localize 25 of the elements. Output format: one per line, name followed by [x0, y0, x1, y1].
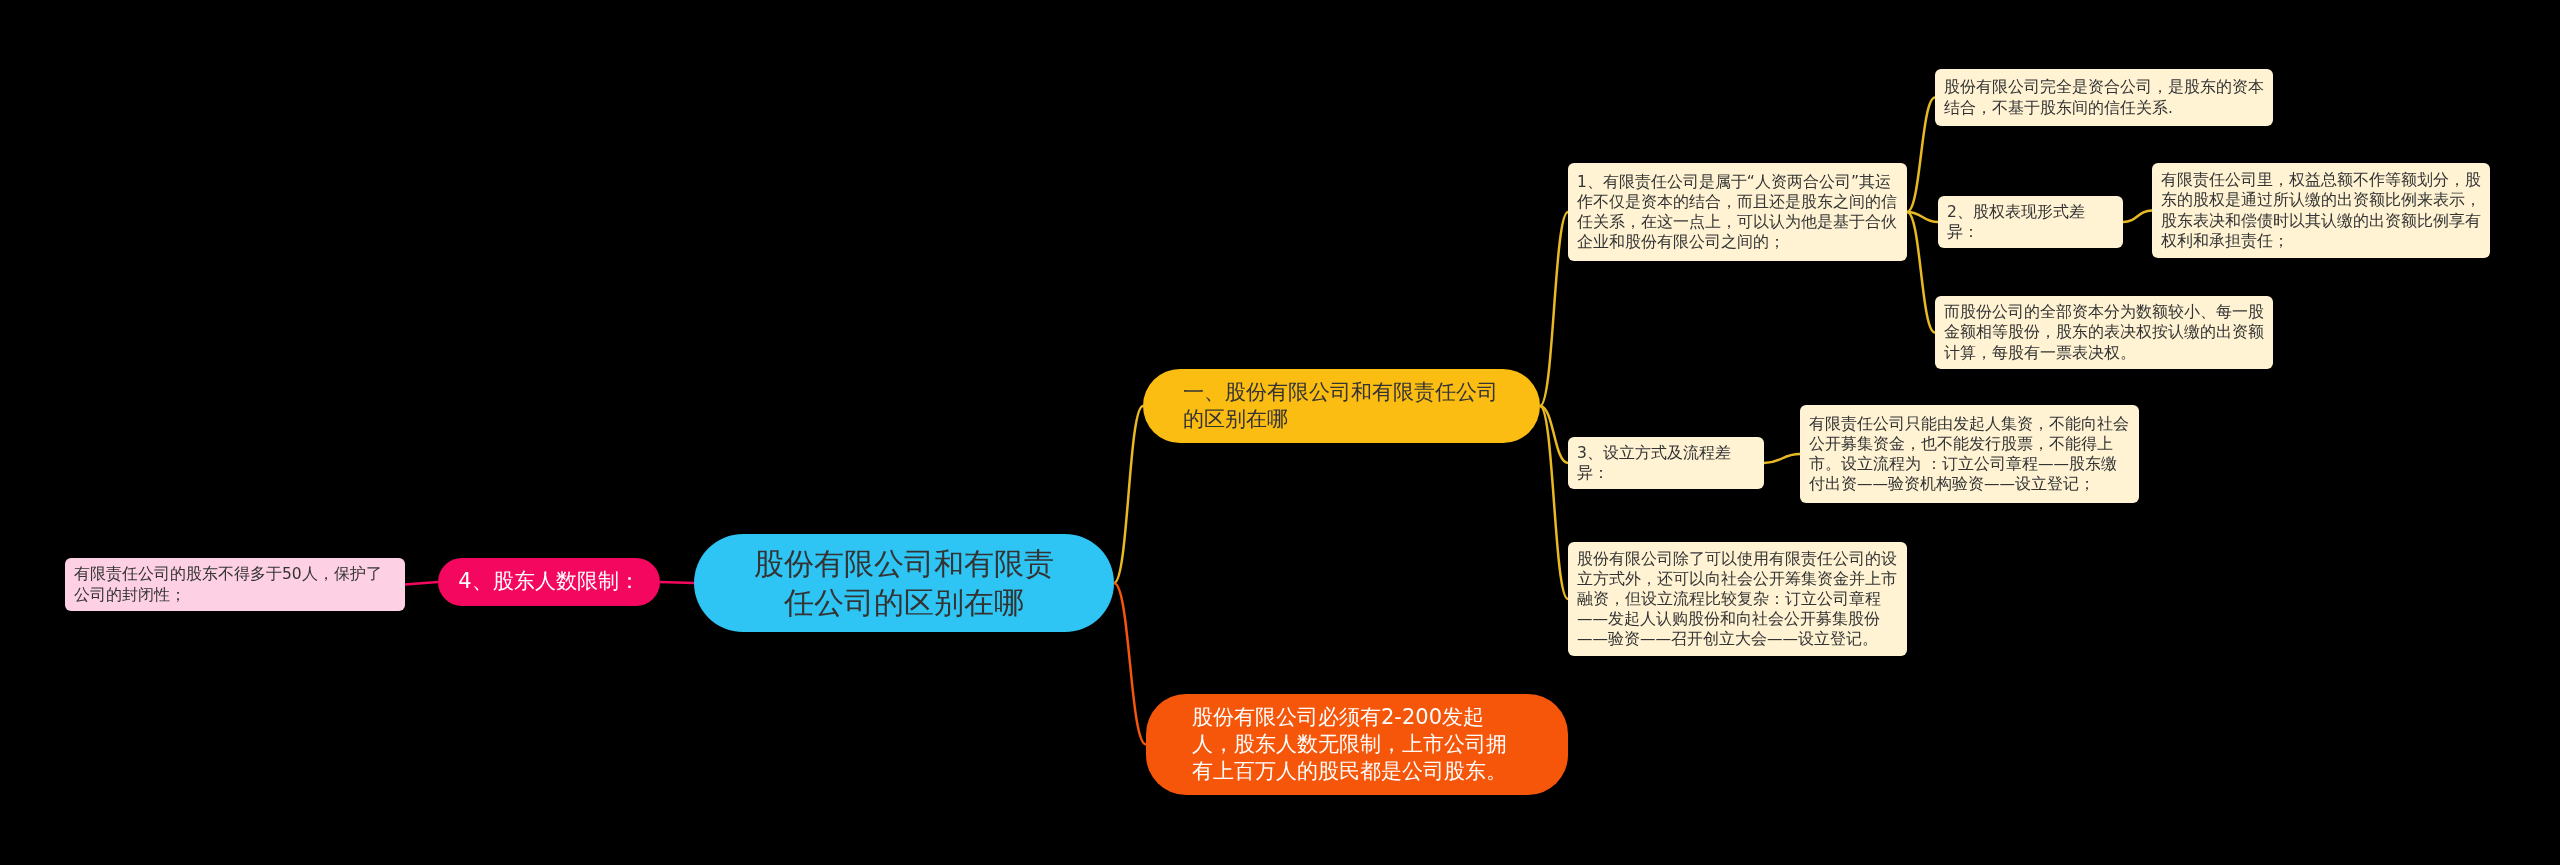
- connector-line: [1539, 405, 1569, 600]
- note-box: 股份有限公司除了可以使用有限责任公司的设立方式外，还可以向社会公开筹集资金并上市融资，但设立流程比较复杂：订立公司章程——发起人认购股份和向社会公开募集股份——验资——召开创立大会——设立登记。: [1568, 542, 1907, 656]
- note-box: 有限责任公司里，权益总额不作等额划分，股东的股权是通过所认缴的出资额比例来表示，股东表决和偿债时以其认缴的出资额比例享有权利和承担责任；: [2152, 163, 2490, 258]
- note-box: 3、设立方式及流程差异：: [1568, 437, 1764, 490]
- note-box: 有限责任公司的股东不得多于50人，保护了公司的封闭性；: [65, 558, 405, 611]
- connector-line: [1113, 582, 1147, 746]
- connector-line: [1906, 96, 1936, 214]
- connector-line: [1113, 405, 1144, 584]
- connector-line: [659, 580, 695, 585]
- note-box: 股份有限公司完全是资合公司，是股东的资本结合，不基于股东间的信任关系.: [1935, 69, 2273, 126]
- topic-box: 股份有限公司必须有2-200发起人，股东人数无限制，上市公司拥有上百万人的股民都是公司股东。: [1146, 694, 1568, 795]
- connector-line: [2122, 209, 2153, 224]
- topic-box: 一、股份有限公司和有限责任公司的区别在哪: [1143, 369, 1540, 443]
- note-box: 有限责任公司只能由发起人集资，不能向社会公开募集资金，也不能发行股票，不能得上市。设立流程为 ：订立公司章程——股东缴付出资——验资机构验资——设立登记；: [1800, 405, 2139, 503]
- note-box: 而股份公司的全部资本分为数额较小、每一股金额相等股份，股东的表决权按认缴的出资额计算，每股有一票表决权。: [1935, 296, 2273, 369]
- note-box: 2、股权表现形式差异：: [1938, 196, 2123, 249]
- connector-line: [404, 580, 439, 586]
- connector-line: [1539, 211, 1569, 407]
- note-box: 1、有限责任公司是属于“人资两合公司”其运作不仅是资本的结合，而且还是股东之间的信任关系，在这一点上，可以认为他是基于合伙企业和股份有限公司之间的；: [1568, 163, 1907, 261]
- topic-box: 股份有限公司和有限责任公司的区别在哪: [694, 534, 1114, 632]
- topic-box: 4、股东人数限制：: [438, 558, 660, 606]
- connector-line: [1763, 452, 1801, 465]
- connector-line: [1539, 404, 1569, 465]
- connector-line: [1906, 211, 1936, 334]
- connector-line: [1906, 210, 1939, 224]
